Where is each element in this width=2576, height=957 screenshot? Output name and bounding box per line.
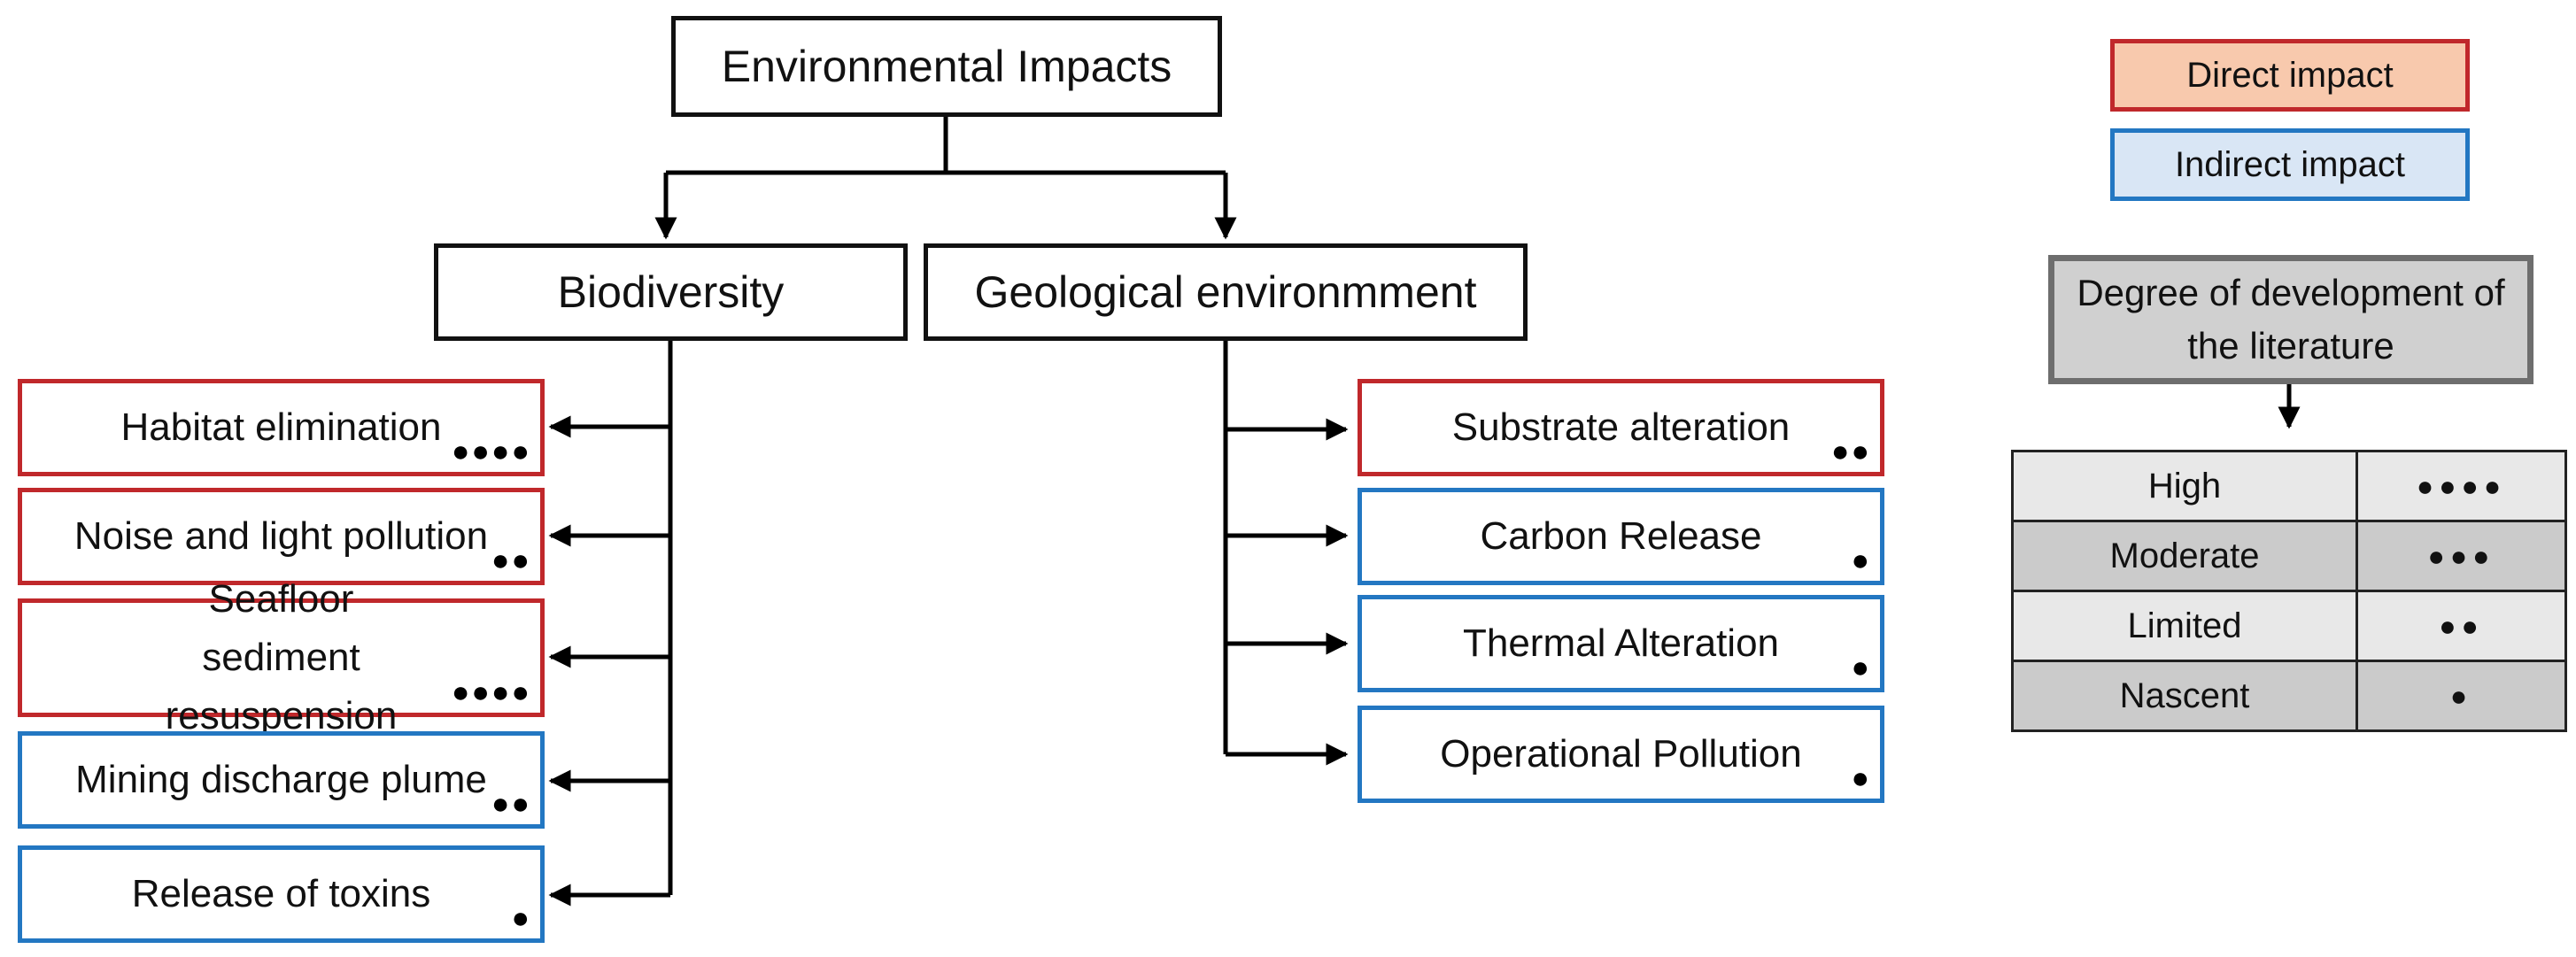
impact-operational-pollution: Operational Pollution ● <box>1358 706 1884 803</box>
literature-dots: ● <box>511 901 531 935</box>
impact-label: Mining discharge plume <box>75 758 487 801</box>
level-dots: ● <box>2356 660 2567 732</box>
impact-label: Habitat elimination <box>120 405 442 449</box>
impact-habitat-elimination: Habitat elimination ●●●● <box>18 379 545 476</box>
impact-label: Release of toxins <box>131 872 431 915</box>
legend-label: Direct impact <box>2186 55 2394 95</box>
literature-dots: ●●●● <box>451 435 531 468</box>
impact-label: Substrate alteration <box>1451 405 1791 449</box>
root-label: Environmental Impacts <box>721 42 1172 91</box>
legend-direct-impact: Direct impact <box>2110 39 2470 112</box>
literature-dots: ●● <box>491 544 531 577</box>
literature-dots: ●●●● <box>451 675 531 709</box>
literature-levels-table: High ●●●● Moderate ●●● Limited ●● Nascen… <box>2010 450 2567 732</box>
impact-substrate-alteration: Substrate alteration ●● <box>1358 379 1884 476</box>
literature-dots: ●● <box>1830 435 1871 468</box>
table-row: High ●●●● <box>2010 450 2567 522</box>
impact-label: Operational Pollution <box>1440 732 1802 776</box>
impact-label: Seafloor sediment resuspension <box>165 577 398 737</box>
legend-label: Indirect impact <box>2174 144 2406 184</box>
branch-geological: Geological environmment <box>924 243 1528 341</box>
level-label: High <box>2010 450 2359 522</box>
literature-dots: ●● <box>491 787 531 821</box>
level-dots: ●●● <box>2356 520 2567 592</box>
legend-indirect-impact: Indirect impact <box>2110 128 2470 201</box>
table-row: Nascent ● <box>2010 660 2567 732</box>
impact-label: Thermal Alteration <box>1462 621 1780 665</box>
impact-label: Noise and light pollution <box>73 514 489 558</box>
level-label: Moderate <box>2010 520 2359 592</box>
branch-label: Geological environmment <box>974 267 1477 317</box>
level-label: Limited <box>2010 590 2359 662</box>
impact-noise-light-pollution: Noise and light pollution ●● <box>18 488 545 585</box>
degree-title-label: Degree of development of the literature <box>2077 272 2505 367</box>
impact-mining-discharge-plume: Mining discharge plume ●● <box>18 731 545 829</box>
level-dots: ●●●● <box>2356 450 2567 522</box>
impact-seafloor-sediment-resuspension: Seafloor sediment resuspension ●●●● <box>18 577 545 737</box>
root-node: Environmental Impacts <box>671 16 1222 117</box>
table-row: Limited ●● <box>2010 590 2567 662</box>
branch-biodiversity: Biodiversity <box>434 243 908 341</box>
literature-dots: ● <box>1851 761 1871 795</box>
impact-label: Carbon Release <box>1480 514 1762 558</box>
impact-release-of-toxins: Release of toxins ● <box>18 845 545 943</box>
literature-dots: ● <box>1851 544 1871 577</box>
branch-label: Biodiversity <box>557 267 785 317</box>
impact-thermal-alteration: Thermal Alteration ● <box>1358 595 1884 692</box>
level-dots: ●● <box>2356 590 2567 662</box>
level-label: Nascent <box>2010 660 2359 732</box>
table-row: Moderate ●●● <box>2010 520 2567 592</box>
legend-degree-title: Degree of development of the literature <box>2048 255 2533 384</box>
impact-carbon-release: Carbon Release ● <box>1358 488 1884 585</box>
literature-dots: ● <box>1851 651 1871 684</box>
